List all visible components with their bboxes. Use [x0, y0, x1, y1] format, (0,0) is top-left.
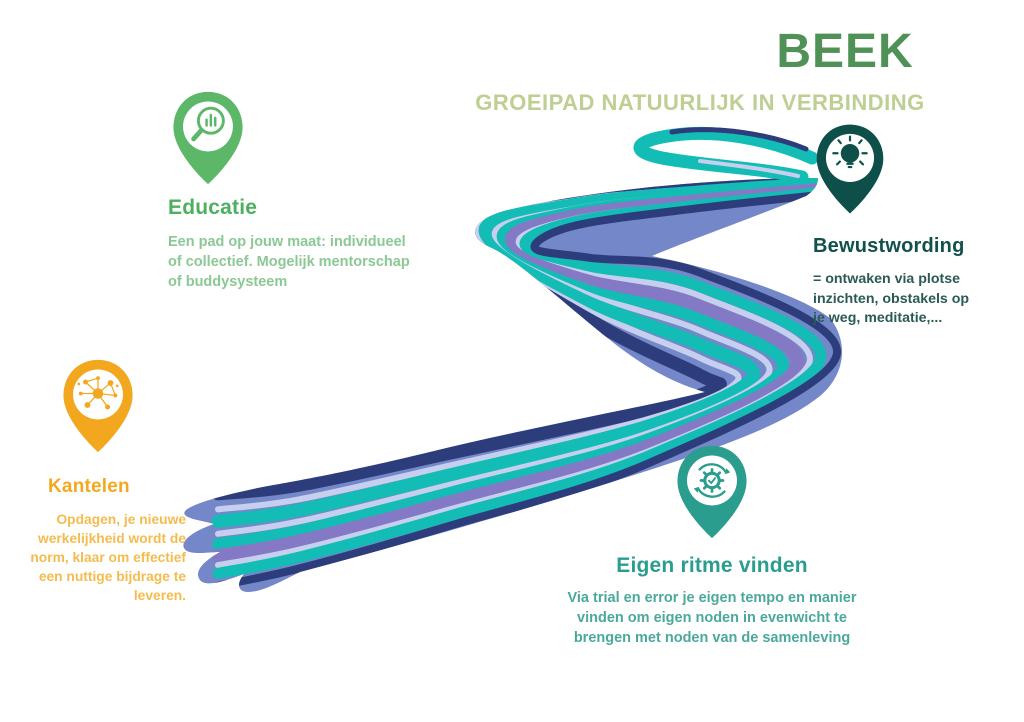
river-stripes [211, 178, 841, 590]
map-pin-eigen-ritme [672, 444, 752, 540]
milestone-educatie: Educatie Een pad op jouw maat: individue… [168, 90, 418, 292]
cycle-gear-icon [677, 445, 747, 539]
milestone-title: Eigen ritme vinden [616, 554, 808, 577]
milestone-kantelen: Kantelen Opdagen, je nieuwe werkelijkhei… [20, 358, 186, 605]
page-subtitle: GROEIPAD NATUURLIJK IN VERBINDING [475, 90, 925, 115]
lightbulb-icon [816, 124, 884, 214]
milestone-description: Opdagen, je nieuwe werkelijkheid wordt d… [30, 512, 186, 604]
milestone-description: Via trial en error je eigen tempo en man… [567, 590, 857, 646]
page-title: BEEK [776, 25, 914, 78]
map-pin-bewustwording [813, 121, 887, 217]
map-pin-kantelen [58, 358, 138, 454]
milestone-bewustwording: Bewustwording = ontwaken via plotse inzi… [813, 121, 985, 329]
magnifier-chart-icon [173, 91, 243, 185]
milestone-title: Educatie [168, 196, 258, 219]
river-source-squiggle [633, 126, 819, 184]
map-pin-educatie [168, 90, 248, 186]
milestone-description: = ontwaken via plotse inzichten, obstake… [813, 271, 970, 327]
milestone-eigen-ritme: Eigen ritme vinden Via trial en error je… [552, 444, 872, 648]
network-icon [63, 359, 133, 453]
milestone-title: Bewustwording [813, 235, 965, 257]
milestone-description: Een pad op jouw maat: individueel of col… [168, 234, 410, 290]
milestone-title: Kantelen [48, 476, 130, 497]
